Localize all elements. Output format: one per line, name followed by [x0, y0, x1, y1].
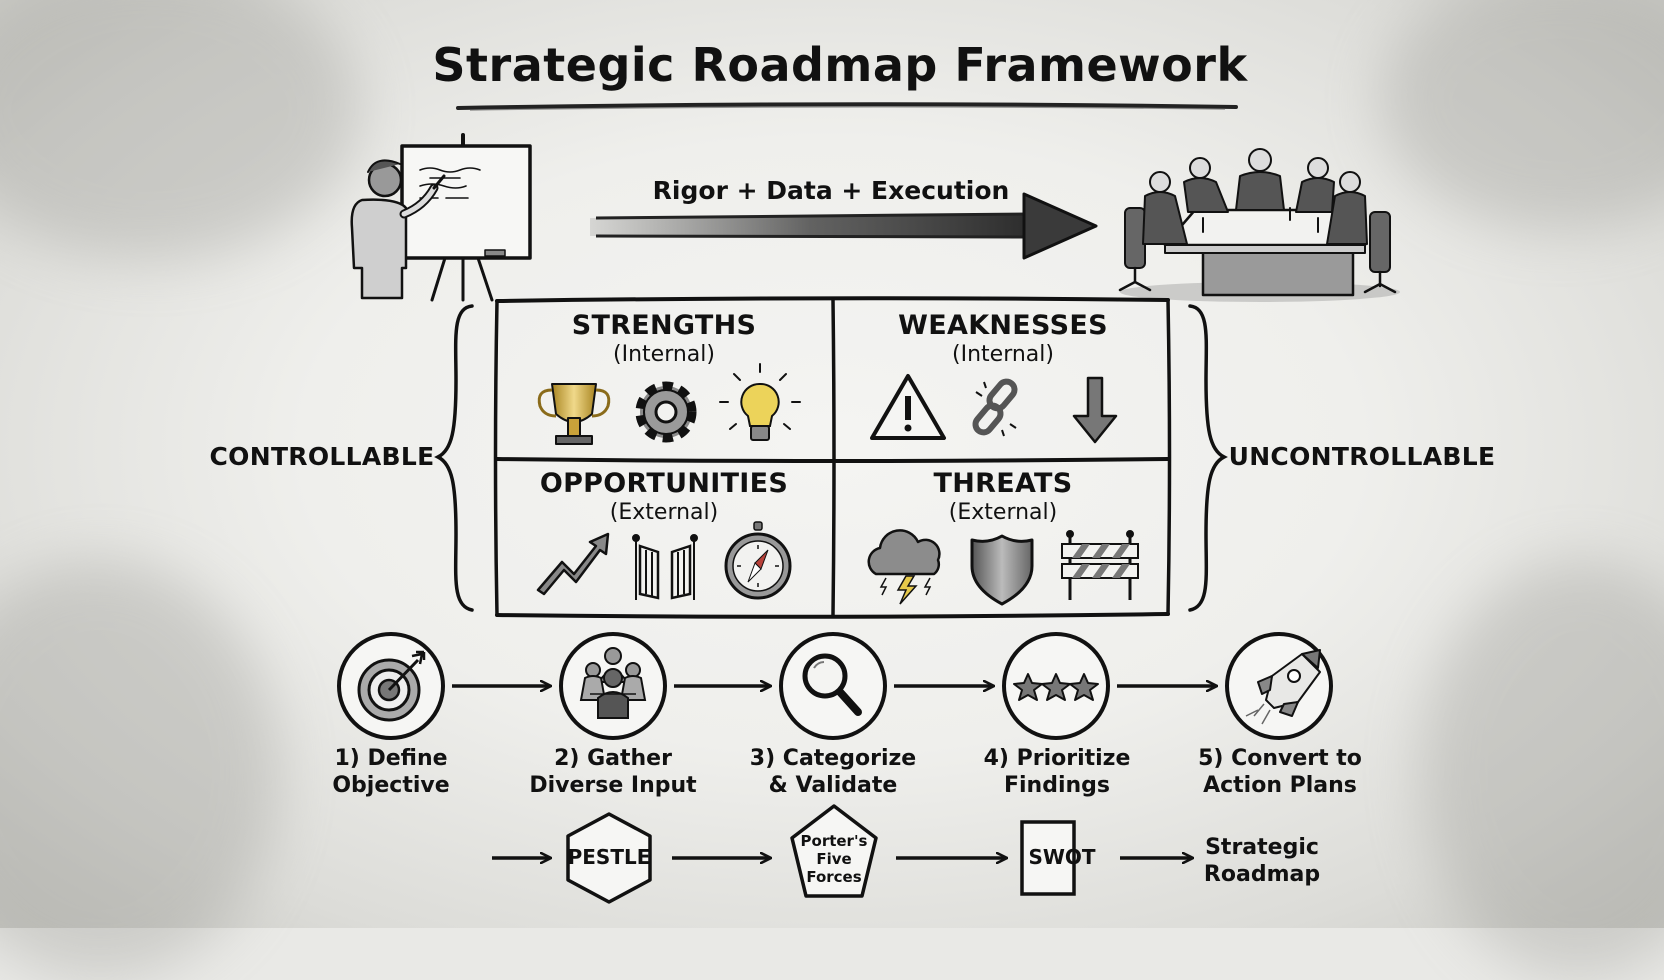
person-at-whiteboard-icon [350, 133, 532, 302]
result-line: Strategic [1205, 835, 1319, 860]
quadrant-scope: (Internal) [952, 342, 1054, 367]
step-line: Objective [332, 773, 450, 798]
barricade-icon [1061, 530, 1139, 600]
title-underline [456, 102, 1238, 111]
quadrant-title: STRENGTHS [571, 310, 757, 341]
swot-grid [493, 296, 1172, 619]
porters-line: Porter's [800, 832, 868, 850]
porters-line: Forces [806, 868, 862, 886]
board-meeting-icon [1118, 148, 1400, 302]
arrow-label: Rigor + Data + Execution [652, 176, 1010, 205]
step-line: Findings [1003, 773, 1111, 798]
trophy-icon [537, 383, 611, 445]
rocket-icon [1245, 649, 1321, 725]
quadrant-title: WEAKNESSES [898, 310, 1108, 341]
rigor-data-execution-arrow [590, 192, 1098, 260]
down-arrow-icon [1072, 376, 1118, 444]
step-line: Action Plans [1203, 773, 1357, 798]
broken-chain-icon [972, 378, 1018, 437]
quadrant-scope: (External) [948, 500, 1058, 525]
quadrant-title: THREATS [933, 468, 1073, 499]
team-icon [579, 647, 647, 719]
step-3-label: 3) Categorize & Validate [750, 745, 916, 799]
pestle-label: PESTLE [567, 845, 651, 869]
warning-icon [870, 374, 946, 440]
open-gate-icon [632, 534, 698, 600]
step-line: 3) Categorize [749, 746, 917, 771]
page-title: Strategic Roadmap Framework [432, 38, 1248, 92]
result-line: Roadmap [1203, 862, 1321, 887]
quadrant-scope: (Internal) [613, 342, 715, 367]
smudge [1420, 560, 1664, 980]
step-line: 5) Convert to [1198, 746, 1362, 771]
step-line: 1) Define [334, 746, 448, 771]
shield-icon [970, 534, 1034, 606]
uncontrollable-label: UNCONTROLLABLE [1228, 442, 1496, 471]
magnifier-icon [802, 653, 862, 716]
controllable-label: CONTROLLABLE [209, 442, 435, 471]
swot-label: SWOT [1028, 845, 1096, 869]
step-line: 4) Prioritize [983, 746, 1131, 771]
step-1-label: 1) Define Objective [332, 745, 449, 799]
quadrant-title: OPPORTUNITIES [539, 468, 789, 499]
gear-icon [635, 381, 697, 443]
uncontrollable-brace [1188, 304, 1228, 612]
stars-icon [1013, 673, 1099, 701]
trend-up-icon [536, 532, 610, 596]
storm-cloud-icon [867, 529, 941, 605]
porters-label: Porter's Five Forces [801, 832, 868, 886]
step-line: Diverse Input [529, 773, 697, 798]
diagram-graphics [337, 102, 1400, 904]
step-line: 2) Gather [554, 746, 672, 771]
porters-line: Five [816, 850, 852, 868]
step-2-label: 2) Gather Diverse Input [529, 745, 696, 799]
quadrant-scope: (External) [609, 500, 719, 525]
step-5-label: 5) Convert to Action Plans [1198, 745, 1362, 799]
smudge [0, 560, 280, 980]
lightbulb-icon [719, 363, 801, 441]
compass-icon [724, 521, 792, 600]
paper-background [0, 0, 1664, 928]
target-icon [357, 650, 426, 722]
step-4-label: 4) Prioritize Findings [984, 745, 1131, 799]
strategic-roadmap-label: Strategic Roadmap [1204, 834, 1320, 888]
step-line: & Validate [768, 773, 898, 798]
controllable-brace [434, 304, 474, 612]
porters-pentagon [790, 804, 878, 898]
pestle-hexagon [566, 812, 652, 904]
swot-box [1020, 820, 1076, 896]
